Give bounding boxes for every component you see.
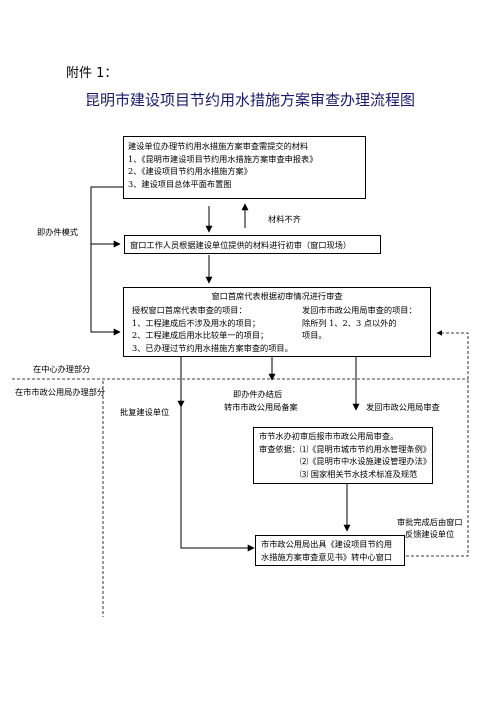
filed-label-line2: 转市市政公用局备案	[224, 402, 298, 412]
feedback-loop-to-top	[436, 330, 469, 379]
city-review-line: ⑵《昆明市中水设施建设管理办法》	[300, 456, 432, 466]
materials-incomplete-label: 材料不齐	[268, 214, 301, 224]
chief-right-line: 发回市市政公用局审查的项目：	[302, 305, 417, 315]
approve-unit-label: 批复建设单位	[120, 407, 170, 417]
materials-line: 建设单位办理节约用水措施方案审查需提交的材料	[128, 141, 309, 151]
materials-line: 3、建设项目总体平面布置图	[128, 178, 232, 189]
window-review-text: 窗口工作人员根据建设单位提供的材料进行初审（窗口现场）	[130, 240, 352, 250]
instant-mode-label: 即办件模式	[37, 227, 78, 237]
attachment-label: 附件 1：	[66, 66, 118, 81]
chief-left-line: 2、工程建成后用水比较单一的项目；	[132, 330, 269, 340]
feedback-loop	[406, 379, 469, 557]
chief-heading: 窗口首席代表根据初审情况进行审查	[211, 291, 343, 301]
chief-right-line: 除所列 1、2、3 点以外的	[302, 317, 397, 328]
city-review-line: 审查依据：⑴《昆明市城市节约用水管理条例》	[259, 443, 431, 454]
opinion-box: 市市政公用局出具《建设项目节约用 水措施方案审查意见书》转中心窗口	[255, 535, 405, 566]
center-section-label: 在中心办理部分	[33, 364, 91, 374]
city-review-box: 市节水办初审后报市市政公用局审查。 审查依据：⑴《昆明市城市节约用水管理条例》 …	[253, 427, 433, 484]
opinion-line: 水措施方案审查意见书》转中心窗口	[261, 551, 393, 562]
materials-box: 建设单位办理节约用水措施方案审查需提交的材料 1、《昆明市建设项目节约用水措施方…	[123, 136, 366, 199]
chief-right-line: 项目。	[302, 330, 327, 340]
feedback-label-line2: 反馈建设单位	[405, 529, 455, 539]
filed-to-opinion-path	[180, 407, 255, 552]
filed-label-line1: 即办件办结后	[233, 389, 283, 399]
chief-left-line: 授权窗口首席代表审查的项目：	[132, 305, 247, 315]
flowchart-title: 昆明市建设项目节约用水措施方案审查办理流程图	[85, 91, 416, 109]
materials-line: 2、《建设项目节约用水措施方案》	[128, 166, 252, 176]
chief-left-line: 1、工程建成后不涉及用水的项目；	[132, 317, 261, 328]
materials-line: 1、《昆明市建设项目节约用水措施方案审查申报表》	[128, 153, 318, 164]
window-review-box: 窗口工作人员根据建设单位提供的材料进行初审（窗口现场）	[124, 235, 381, 254]
chief-left-line: 3、已办理过节约用水措施方案审查的项目。	[132, 342, 293, 353]
bureau-section-label: 在市市政公用局办理部分	[15, 387, 106, 397]
city-review-line: 市节水办初审后报市市政公用局审查。	[259, 431, 399, 441]
instant-mode-bracket	[90, 186, 123, 336]
opinion-line: 市市政公用局出具《建设项目节约用	[261, 539, 393, 549]
sent-back-label: 发回市政公用局审查	[366, 402, 440, 412]
city-review-line: ⑶ 国家相关节水技术标准及规范	[300, 468, 418, 479]
chief-review-box: 窗口首席代表根据初审情况进行审查 授权窗口首席代表审查的项目： 1、工程建成后不…	[123, 287, 431, 357]
feedback-label-line1: 审批完成后由窗口	[397, 517, 463, 527]
